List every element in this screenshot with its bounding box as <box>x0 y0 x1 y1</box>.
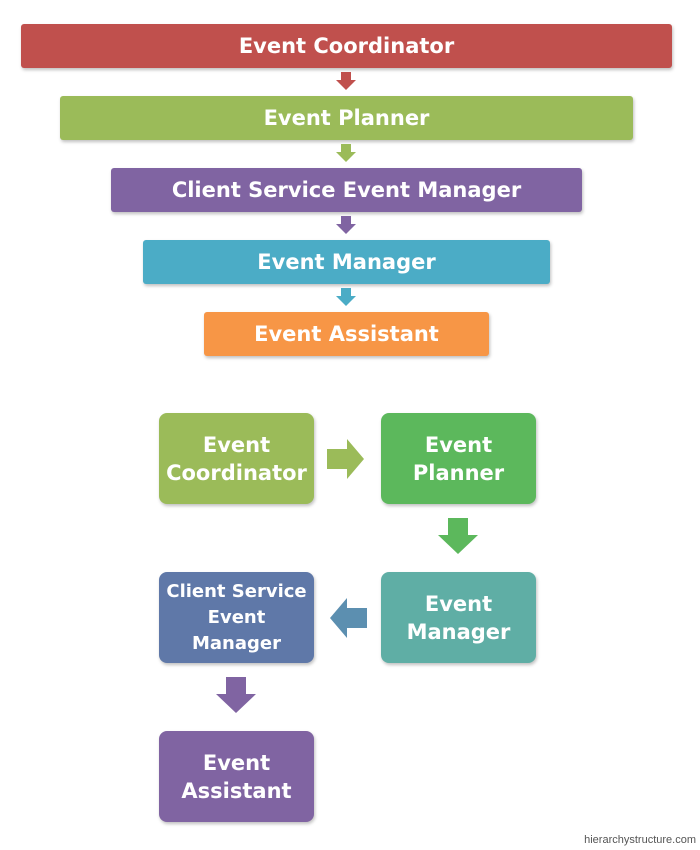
down-arrow-icon <box>336 144 356 162</box>
top-node-event-assistant: Event Assistant <box>204 312 489 356</box>
top-node-event-coordinator: Event Coordinator <box>21 24 672 68</box>
down-arrow-icon <box>336 288 356 306</box>
down-arrow-icon <box>336 216 356 234</box>
down-arrow-icon <box>438 518 478 554</box>
box-line: Client Service <box>166 580 307 602</box>
right-arrow-icon <box>327 439 364 479</box>
box-line: Event <box>202 750 271 775</box>
watermark: hierarchystructure.com <box>584 834 696 846</box>
top-node-event-manager: Event Manager <box>143 240 550 284</box>
box-line: Manager <box>406 619 511 644</box>
box-line: Assistant <box>181 778 292 803</box>
box-line: Planner <box>412 460 505 485</box>
down-arrow-icon <box>336 72 356 90</box>
box-line: Event <box>207 606 266 628</box>
box-line: Event <box>424 432 493 457</box>
top-node-client-service-event-manager: Client Service Event Manager <box>111 168 582 212</box>
left-arrow-icon <box>330 598 367 638</box>
top-node-event-planner: Event Planner <box>60 96 633 140</box>
box-line: Manager <box>192 632 281 654</box>
down-arrow-icon <box>216 677 256 713</box>
box-line: Event <box>202 432 271 457</box>
box-line: Coordinator <box>166 460 307 485</box>
box-line: Event <box>424 591 493 616</box>
